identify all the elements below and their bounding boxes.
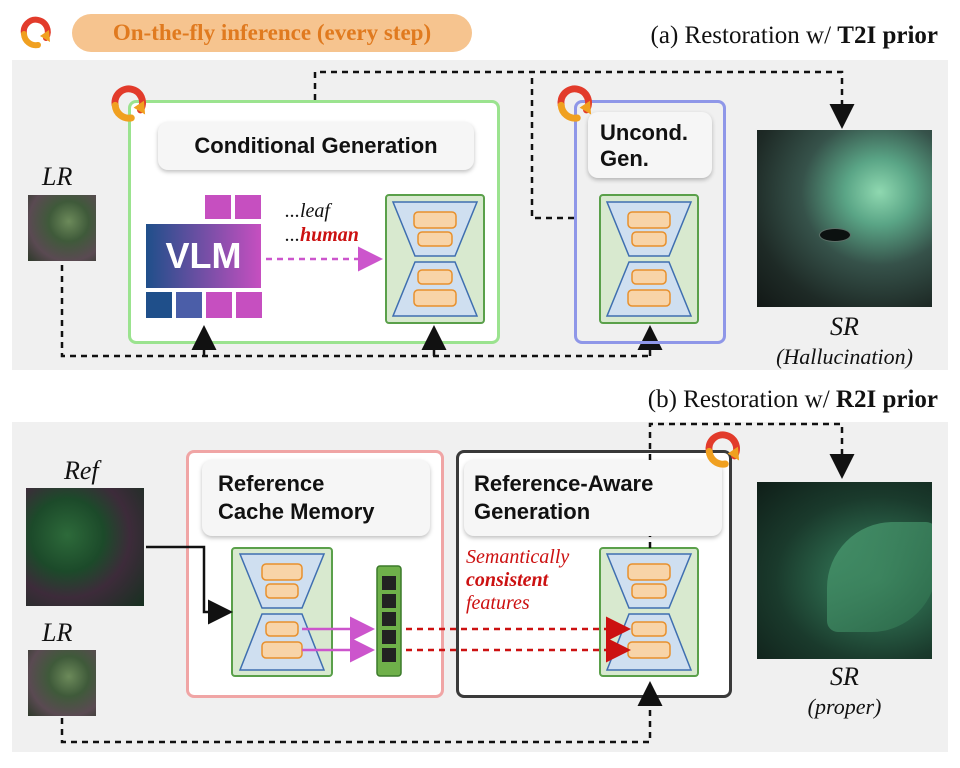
cache-title-line1: Reference	[218, 471, 325, 496]
vlm-block	[146, 224, 261, 288]
vlm-grid-top-1	[205, 195, 231, 219]
uncond-title-line1: Uncond.	[600, 120, 688, 145]
vlm-grid-bottom-3	[206, 292, 232, 318]
conditional-generation-title: Conditional Generation	[158, 122, 474, 170]
section-a-lr-label: LR	[42, 162, 73, 191]
unet-reference-aware	[599, 547, 699, 677]
legend-label: On-the-fly inference (every step)	[112, 20, 432, 45]
hallucinated-eye	[819, 228, 851, 242]
vlm-label: VLM	[165, 235, 242, 276]
section-b-caption-prefix: (b) Restoration w/	[647, 386, 836, 413]
cond-to-sr-path	[313, 70, 855, 129]
section-a-caption-prefix: (a) Restoration w/	[650, 22, 838, 49]
section-b-lr-label: LR	[42, 618, 73, 647]
section-b-caption: (b) Restoration w/ R2I prior	[648, 386, 938, 414]
legend-pill	[72, 14, 472, 52]
token-human-line: ...human	[285, 224, 359, 247]
section-b-lr-image	[28, 650, 96, 716]
section-a-sr-image	[757, 130, 932, 307]
section-b-sr-image	[757, 482, 932, 659]
section-a-sr-label: SR	[830, 312, 859, 341]
ref-to-cache-arrow	[146, 545, 233, 625]
aware-title-line2: Generation	[474, 499, 591, 524]
unet-unconditional	[599, 194, 699, 324]
unconditional-generation-title: Uncond. Gen.	[588, 112, 712, 178]
semantic-line1: Semantically	[466, 546, 570, 568]
section-a-caption: (a) Restoration w/ T2I prior	[651, 22, 938, 50]
unconditional-generation-box	[574, 100, 726, 344]
reference-cache-memory-title: Reference Cache Memory	[202, 460, 430, 536]
reference-aware-generation-title: Reference-Aware Generation	[464, 460, 722, 536]
token-human: human	[300, 224, 359, 246]
refresh-arrow-icon	[557, 85, 592, 122]
legend: On-the-fly inference (every step)	[0, 0, 480, 60]
ref-label: Ref	[64, 456, 99, 485]
unet-conditional	[385, 194, 485, 324]
vlm-grid-bottom-1	[146, 292, 172, 318]
uncond-title-line2: Gen.	[600, 146, 649, 171]
ref-image	[26, 488, 144, 606]
vlm-grid-bottom-2	[176, 292, 202, 318]
section-a-sr-sublabel: (Hallucination)	[776, 344, 913, 369]
token-leaf: ...leaf	[285, 200, 330, 222]
section-a-lr-image	[28, 195, 96, 261]
section-b-lr-path	[60, 681, 663, 744]
refresh-arrow-icon	[705, 431, 740, 468]
cache-title-line2: Cache Memory	[218, 499, 375, 524]
uncond-to-sr-path	[530, 72, 574, 220]
semantic-line3: features	[466, 592, 530, 614]
unet-cache	[231, 547, 333, 677]
vlm-grid-bottom-4	[236, 292, 262, 318]
section-a-caption-bold: T2I prior	[837, 22, 938, 49]
memory-stick-icon	[376, 565, 402, 677]
leaf-shape	[827, 522, 932, 632]
refresh-arrow-icon	[20, 16, 51, 49]
section-b-sr-label: SR	[830, 662, 859, 691]
vlm-grid-top-2	[235, 195, 261, 219]
semantic-line2: consistent	[466, 569, 549, 591]
semantic-features-text: Semantically consistent features	[466, 546, 569, 615]
refresh-arrow-icon	[111, 85, 146, 122]
section-a-lr-path	[60, 265, 650, 358]
aware-title-line1: Reference-Aware	[474, 471, 654, 496]
section-b-caption-bold: R2I prior	[835, 386, 938, 413]
section-b-sr-sublabel: (proper)	[807, 694, 882, 719]
aware-to-sr-path	[648, 422, 855, 548]
token-dots: ...	[285, 224, 300, 246]
